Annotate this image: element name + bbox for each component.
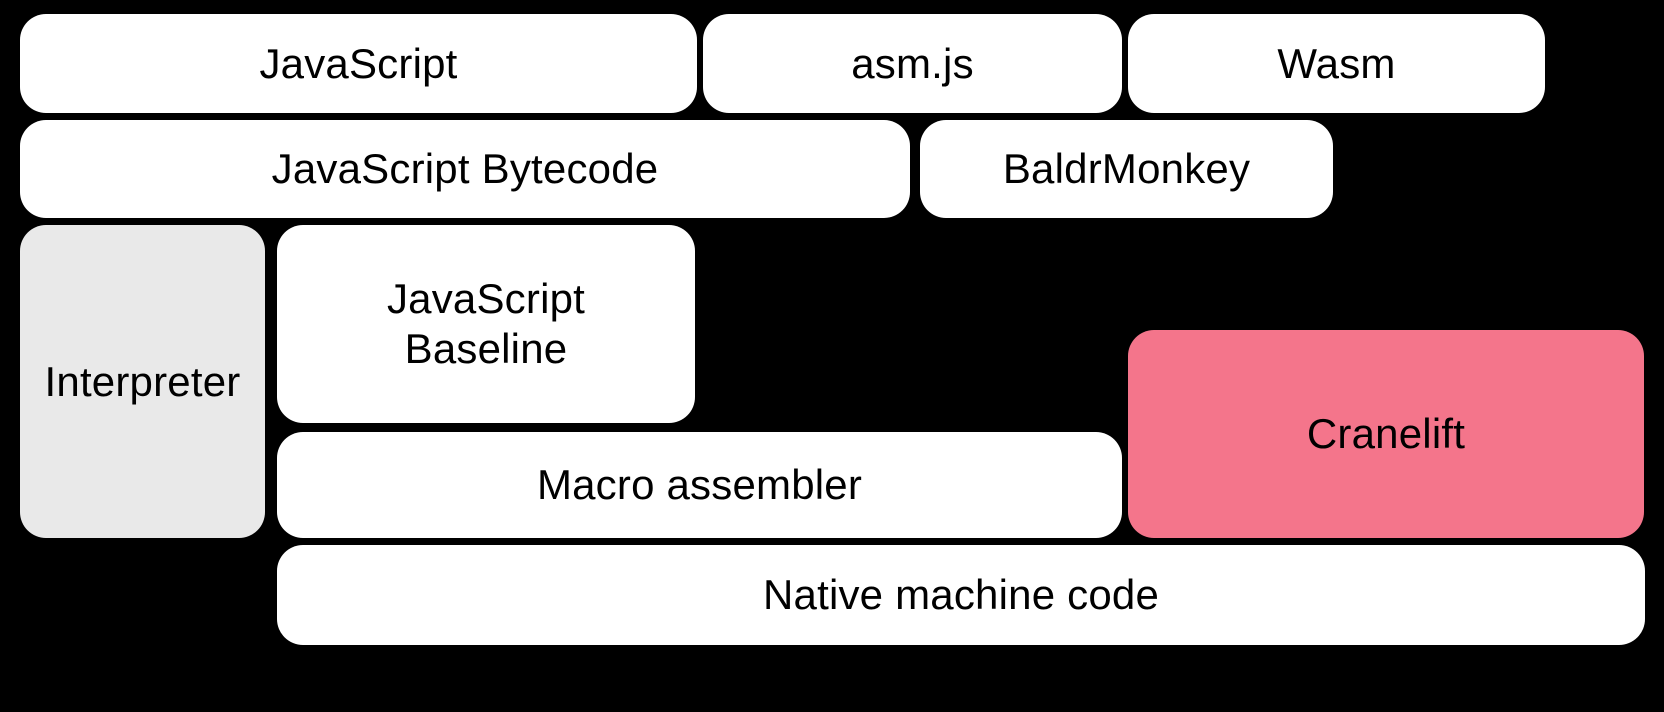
box-macro-assembler-label: Macro assembler	[536, 461, 863, 509]
box-baldrmonkey[interactable]: BaldrMonkey	[920, 120, 1333, 218]
box-native-machine-code[interactable]: Native machine code	[277, 545, 1645, 645]
box-native-machine-code-label: Native machine code	[762, 571, 1159, 619]
box-macro-assembler[interactable]: Macro assembler	[277, 432, 1122, 538]
box-wasm-label: Wasm	[1277, 39, 1396, 87]
box-ion-lir-label: Ion LIR	[844, 356, 981, 404]
box-ion-lir[interactable]: Ion LIR	[703, 335, 1122, 425]
box-javascript[interactable]: JavaScript	[20, 14, 697, 113]
box-asm-js[interactable]: asm.js	[703, 14, 1122, 113]
box-javascript-bytecode[interactable]: JavaScript Bytecode	[20, 120, 910, 218]
box-baldrmonkey-label: BaldrMonkey	[1002, 145, 1251, 193]
box-javascript-baseline-label: JavaScript Baseline	[386, 275, 586, 372]
box-wasm[interactable]: Wasm	[1128, 14, 1545, 113]
box-asm-js-label: asm.js	[851, 39, 974, 87]
box-ion-mir[interactable]: Ion MIR	[703, 228, 1122, 331]
box-ion-mir-label: Ion MIR	[838, 255, 987, 303]
box-cranelift[interactable]: Cranelift	[1128, 330, 1644, 538]
box-javascript-baseline[interactable]: JavaScript Baseline	[277, 225, 695, 423]
box-javascript-label: JavaScript	[259, 39, 458, 87]
box-interpreter[interactable]: Interpreter	[20, 225, 265, 538]
box-javascript-bytecode-label: JavaScript Bytecode	[271, 145, 659, 193]
box-interpreter-label: Interpreter	[44, 357, 241, 405]
box-cranelift-label: Cranelift	[1306, 410, 1466, 458]
